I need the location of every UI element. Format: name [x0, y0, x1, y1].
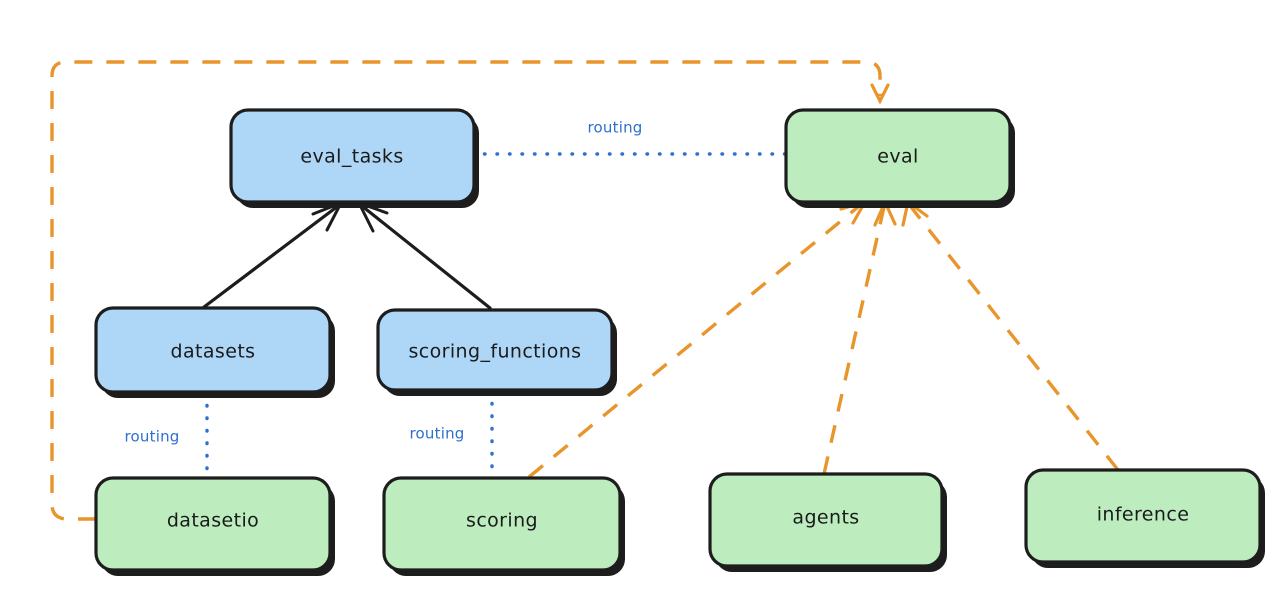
node-group: eval_tasks eval datasets scoring_functio… — [94, 108, 1265, 576]
node-inference[interactable]: inference — [1024, 468, 1265, 568]
node-rect-datasetio — [94, 476, 332, 572]
node-eval-tasks[interactable]: eval_tasks — [229, 108, 479, 208]
node-label-datasetio: datasetio — [167, 510, 259, 532]
edge-group-routing — [205, 152, 788, 479]
node-label-agents: agents — [792, 507, 859, 529]
edge-path-scoring-functions-eval-tasks — [360, 204, 492, 310]
edge-label-routing-scoring-functions-scoring: routing — [410, 425, 465, 443]
edge-datasetio-eval[interactable] — [50, 60, 890, 521]
node-eval[interactable]: eval — [784, 108, 1015, 208]
edge-datasets-eval-tasks[interactable] — [202, 200, 345, 309]
edge-label-routing-eval-tasks-eval: routing — [588, 119, 643, 137]
edge-path-scoring-eval — [527, 205, 860, 479]
edge-label-group: routing routing routing — [125, 119, 643, 446]
node-label-eval: eval — [877, 146, 918, 168]
node-rect-inference — [1024, 468, 1262, 564]
edge-agents-eval[interactable] — [822, 198, 897, 475]
node-label-eval-tasks: eval_tasks — [300, 146, 403, 168]
edge-path-inference-eval — [909, 205, 1120, 472]
edge-scoring-functions-eval-tasks[interactable] — [355, 200, 492, 310]
node-scoring-functions[interactable]: scoring_functions — [376, 308, 617, 396]
node-scoring[interactable]: scoring — [382, 476, 625, 576]
node-rect-scoring-functions — [376, 308, 614, 392]
node-rect-scoring — [382, 476, 622, 572]
node-rect-datasets — [94, 306, 332, 394]
node-label-inference: inference — [1097, 504, 1190, 526]
edge-inference-eval[interactable] — [901, 199, 1120, 472]
edge-path-agents-eval — [822, 206, 886, 475]
node-datasets[interactable]: datasets — [94, 306, 335, 398]
arrowhead-datasetio-eval — [870, 83, 890, 105]
node-label-scoring-functions: scoring_functions — [409, 341, 582, 363]
node-label-scoring: scoring — [466, 510, 538, 532]
edge-group-solid — [202, 200, 492, 310]
edge-path-datasets-eval-tasks — [202, 204, 340, 309]
node-rect-agents — [708, 472, 944, 568]
node-rect-eval-tasks — [229, 108, 476, 204]
edge-label-routing-datasets-datasetio: routing — [125, 428, 180, 446]
edge-path-datasetio-eval — [50, 60, 882, 521]
node-agents[interactable]: agents — [708, 472, 947, 572]
node-datasetio[interactable]: datasetio — [94, 476, 335, 576]
node-label-datasets: datasets — [171, 341, 256, 363]
node-rect-eval — [784, 108, 1012, 204]
